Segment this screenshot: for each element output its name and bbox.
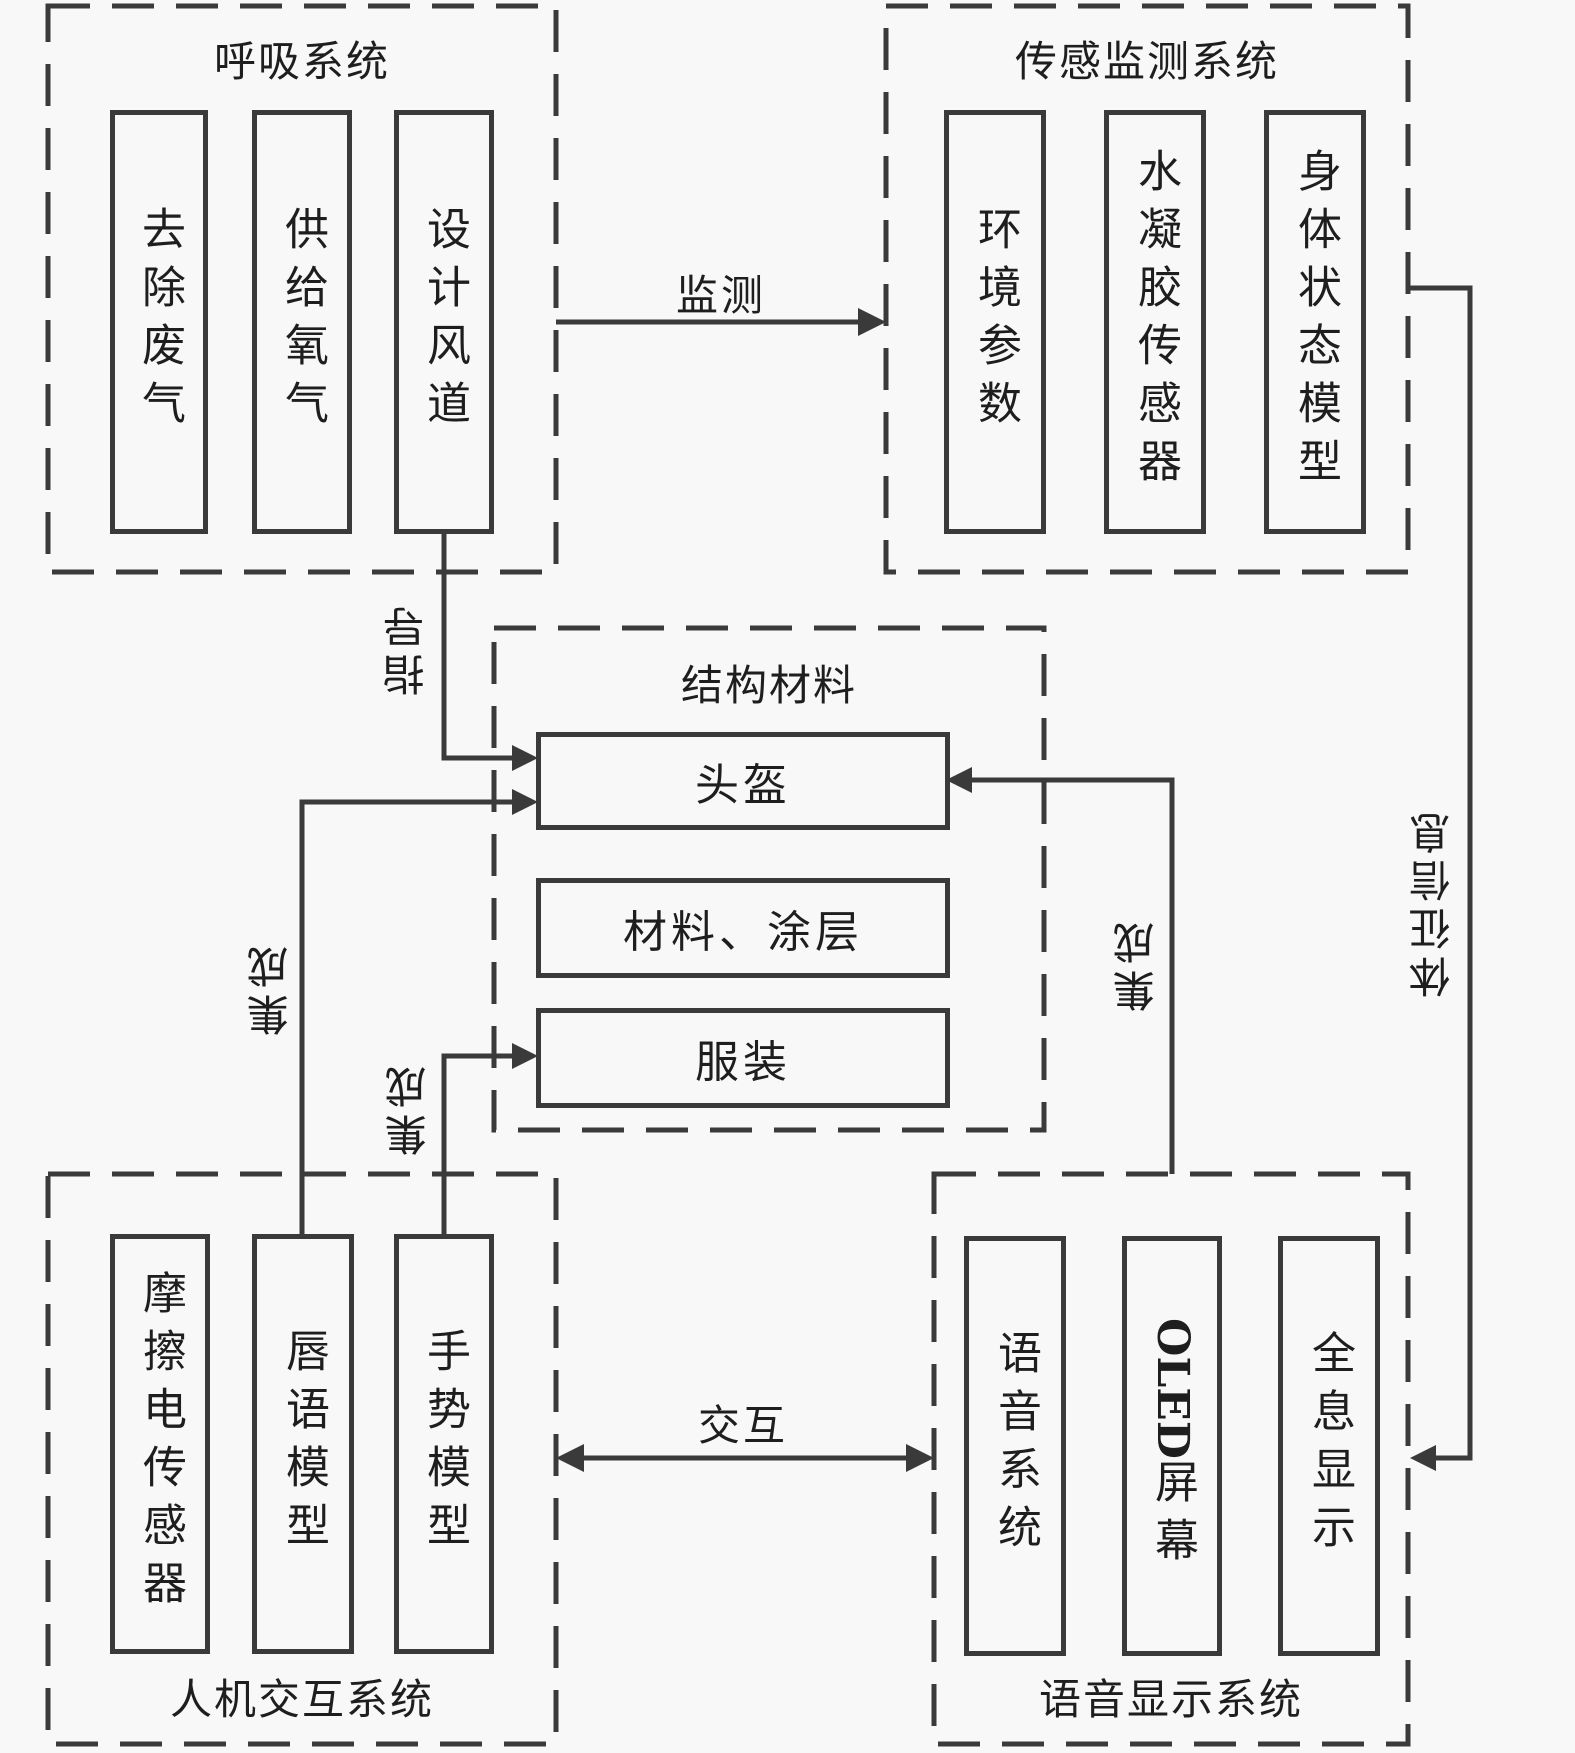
remove-exhaust-label: 去除废气 <box>134 206 185 438</box>
air-duct-design-label: 设计风道 <box>419 206 470 438</box>
respiratory-group: 呼吸系统 <box>48 6 556 572</box>
lip-integrate-edge-line <box>299 799 512 1236</box>
voice-display-group: 语音显示系统 <box>934 1174 1408 1744</box>
structure-group: 结构材料 <box>494 628 1044 1130</box>
environment-params-label: 环境参数 <box>970 206 1021 438</box>
clothing-box: 服装 <box>536 1008 950 1108</box>
lip-reading-model-box: 唇语模型 <box>252 1234 354 1654</box>
lip-reading-model-label: 唇语模型 <box>278 1328 329 1560</box>
lip-integrate-edge-label: 集成 <box>246 940 295 1036</box>
gesture-model-label: 手势模型 <box>419 1328 470 1560</box>
screen-text: 屏幕 <box>1147 1458 1198 1575</box>
triboelectric-sensor-box: 摩擦电传感器 <box>110 1234 210 1654</box>
interact-edge-label: 交互 <box>698 1401 789 1450</box>
monitor-edge-arrowhead <box>858 308 886 336</box>
gesture-model-box: 手势模型 <box>394 1234 494 1654</box>
hydrogel-sensor-label: 水凝胶传感器 <box>1130 148 1181 496</box>
guide-edge-label: 指导 <box>382 600 431 696</box>
holographic-display-label: 全息显示 <box>1304 1330 1355 1562</box>
body-state-model-box: 身体状态模型 <box>1264 110 1366 534</box>
supply-oxygen-box: 供给氧气 <box>252 110 352 534</box>
structure-group-title: 结构材料 <box>680 661 857 710</box>
voice-system-box: 语音系统 <box>964 1236 1066 1656</box>
clothing-label: 服装 <box>695 1037 791 1088</box>
oled-screen-label: OLED屏幕 <box>1147 1318 1198 1575</box>
oled-screen-box: OLED屏幕 <box>1122 1236 1222 1656</box>
hydrogel-sensor-box: 水凝胶传感器 <box>1104 110 1206 534</box>
body-state-model-label: 身体状态模型 <box>1290 148 1341 496</box>
supply-oxygen-label: 供给氧气 <box>277 206 328 438</box>
voice-system-label: 语音系统 <box>990 1330 1041 1562</box>
material-coating-box: 材料、涂层 <box>536 878 950 978</box>
voice-display-group-title: 语音显示系统 <box>1038 1675 1303 1724</box>
triboelectric-sensor-label: 摩擦电传感器 <box>135 1270 186 1618</box>
interact-edge-arrowhead-left <box>556 1444 584 1472</box>
body-info-edge-label: 体征信息 <box>1408 806 1457 998</box>
interact-edge-arrowhead-right <box>906 1444 934 1472</box>
hci-group-title: 人机交互系统 <box>169 1675 434 1724</box>
monitor-edge-label: 监测 <box>676 271 767 320</box>
respiratory-group-title: 呼吸系统 <box>213 37 390 86</box>
sensing-group: 传感监测系统 <box>886 6 1408 572</box>
gesture-integrate-edge-label: 集成 <box>384 1060 433 1156</box>
material-coating-label: 材料、涂层 <box>623 907 863 958</box>
body-info-edge-arrowhead <box>1410 1445 1436 1471</box>
remove-exhaust-box: 去除废气 <box>110 110 208 534</box>
holographic-display-box: 全息显示 <box>1278 1236 1380 1656</box>
helmet-label: 头盔 <box>695 760 791 811</box>
oled-text: OLED <box>1147 1317 1198 1459</box>
display-integrate-edge-label: 集成 <box>1112 916 1161 1012</box>
sensing-group-title: 传感监测系统 <box>1014 37 1279 86</box>
hci-group: 人机交互系统 <box>48 1174 556 1744</box>
air-duct-design-box: 设计风道 <box>394 110 494 534</box>
environment-params-box: 环境参数 <box>944 110 1046 534</box>
helmet-box: 头盔 <box>536 732 950 830</box>
